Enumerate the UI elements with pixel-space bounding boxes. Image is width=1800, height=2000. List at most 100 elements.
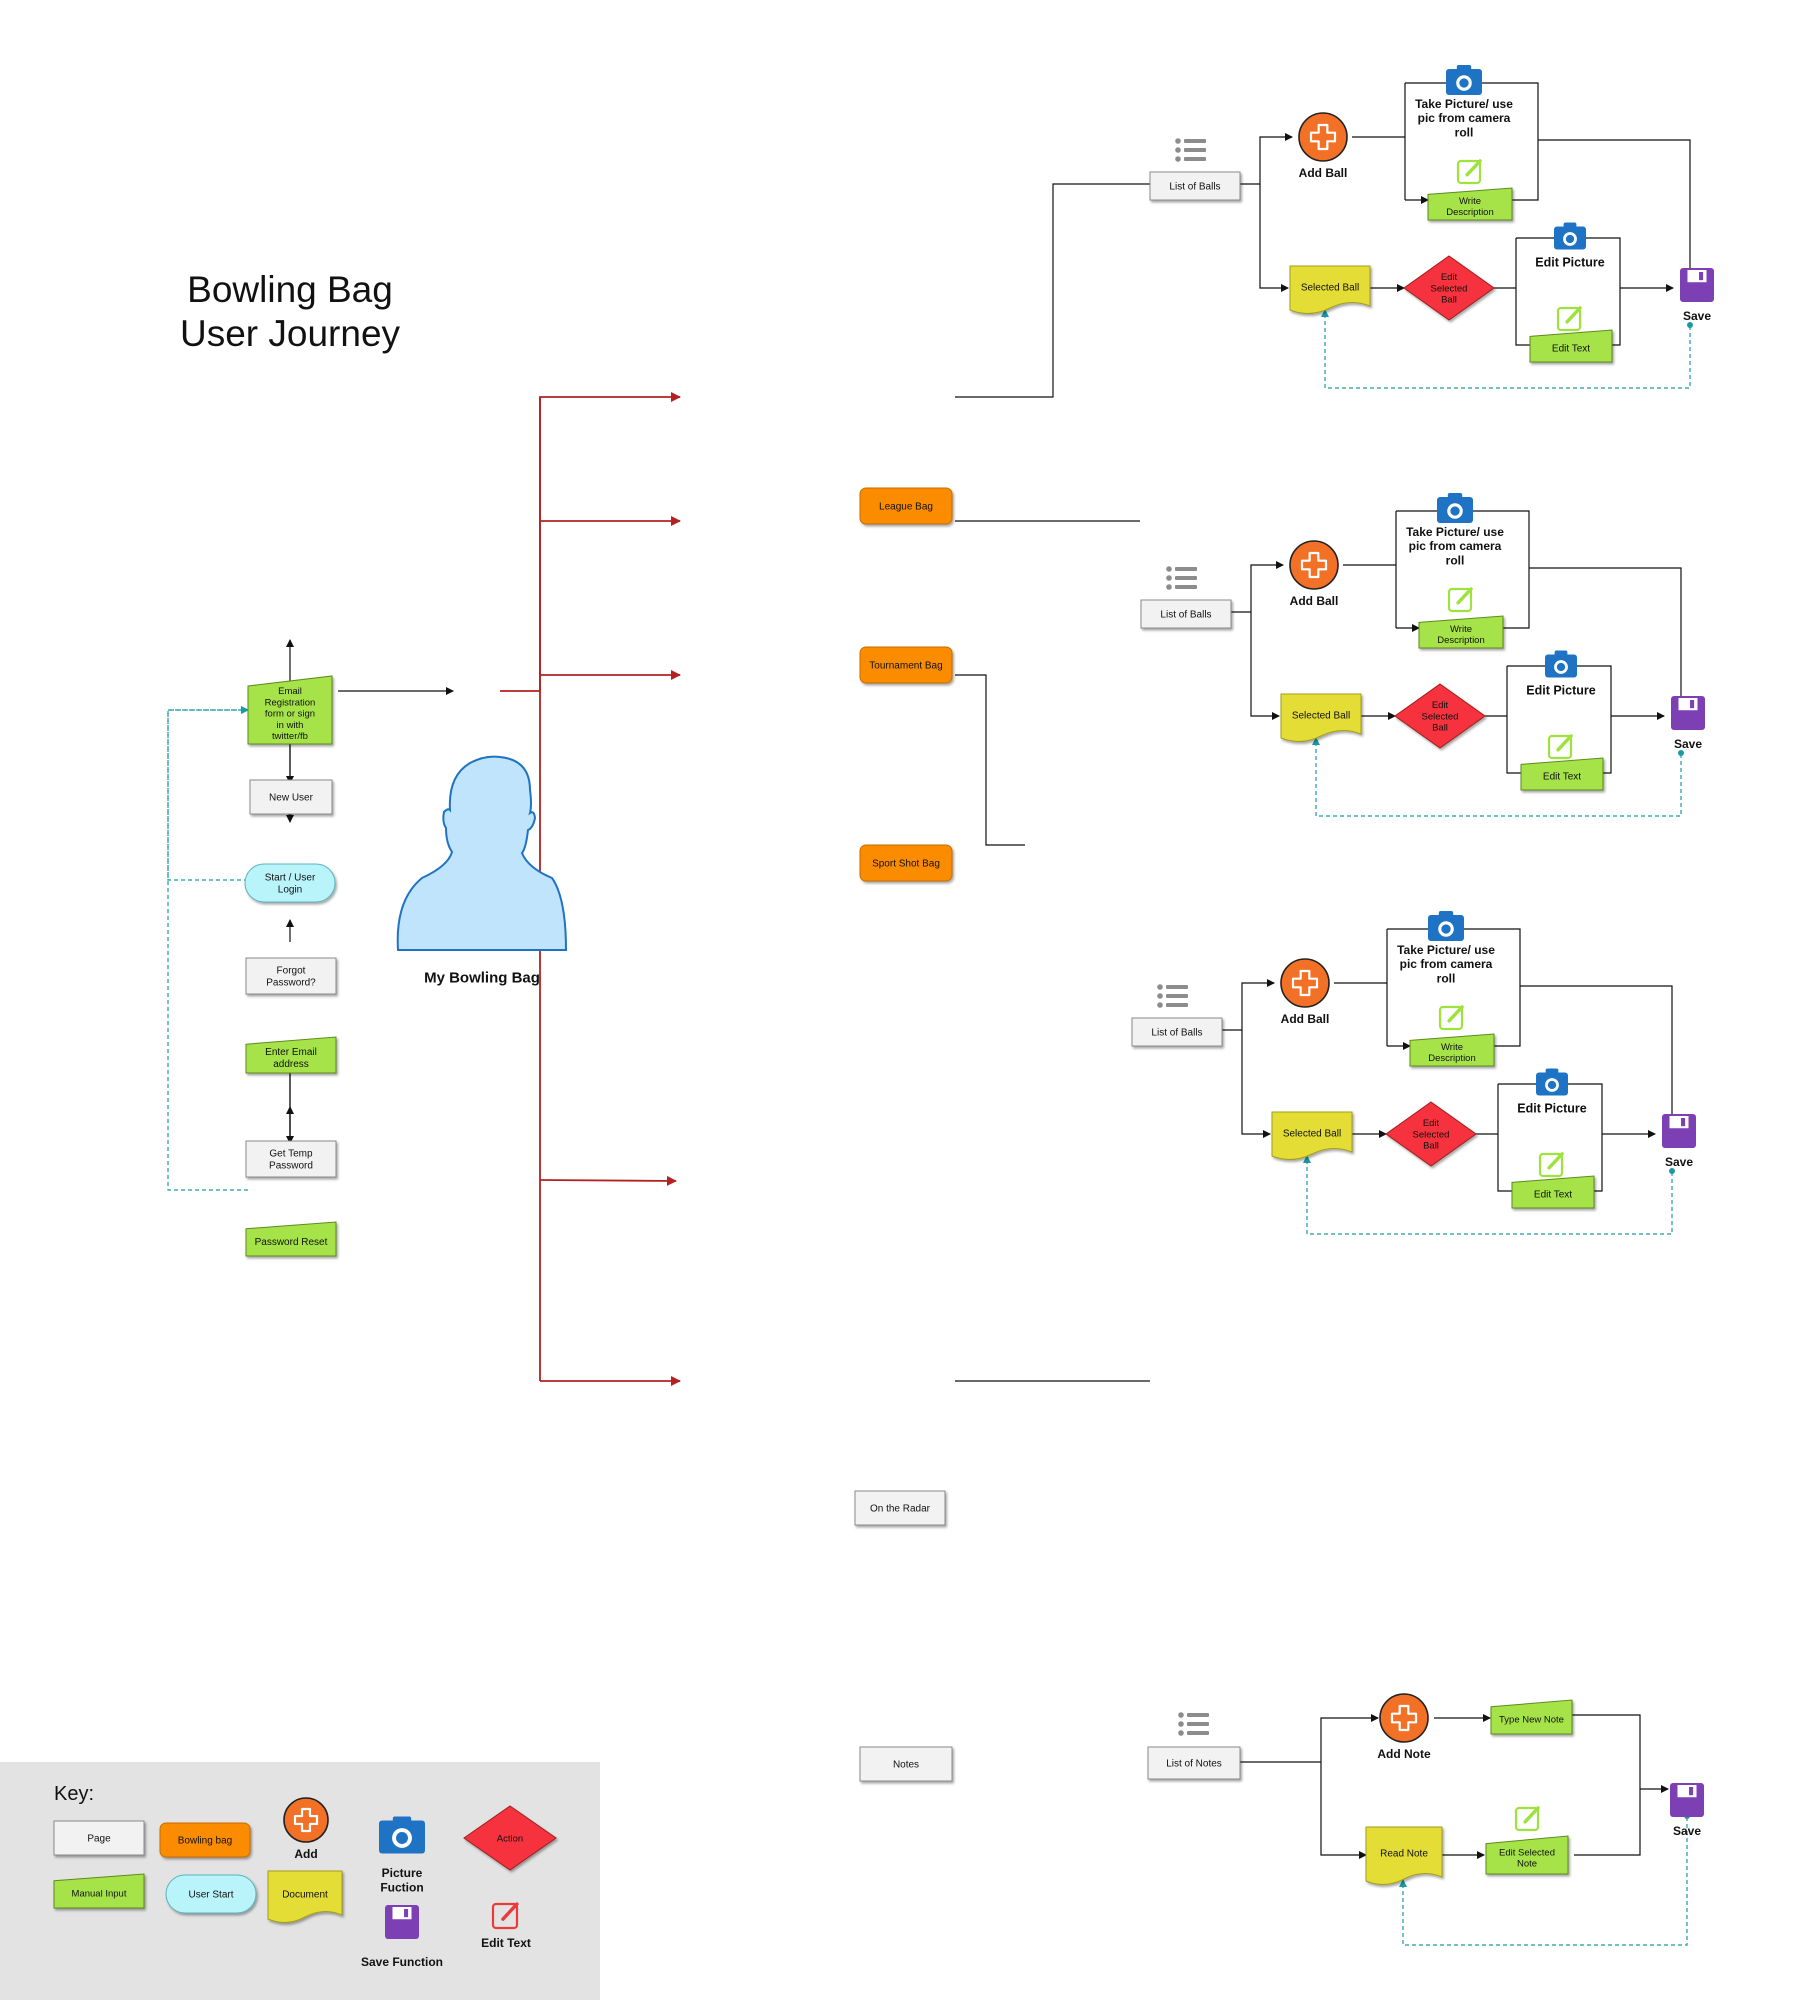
key-edit-text[interactable]: Edit Text: [481, 1936, 531, 1950]
node-label: Save: [1674, 737, 1702, 751]
sport-edit-picture[interactable]: Edit Picture: [1517, 1101, 1587, 1115]
league-bag[interactable]: League Bag: [859, 487, 953, 525]
tournament-edit-picture[interactable]: Edit Picture: [1526, 683, 1596, 697]
title-line-1: Bowling Bag: [187, 269, 393, 310]
connector: [1497, 1084, 1512, 1192]
connector: [1231, 561, 1284, 613]
connector: [955, 183, 1150, 398]
connector: [539, 1175, 677, 1186]
connector: [1312, 737, 1682, 817]
league-edit-text[interactable]: Edit Text: [1529, 329, 1613, 363]
password-reset[interactable]: Password Reset: [245, 1221, 337, 1257]
key-page[interactable]: Page: [53, 1820, 145, 1856]
league-edit-picture[interactable]: Edit Picture: [1535, 255, 1605, 269]
node-label: Manual Input: [72, 1889, 127, 1900]
key-bowling-bag[interactable]: Bowling bag: [159, 1822, 251, 1858]
add-note[interactable]: Add Note: [1377, 1693, 1431, 1761]
node-label: Add Ball: [1281, 1012, 1330, 1026]
league-take-picture-camera-icon: [1446, 65, 1482, 95]
key-save-function[interactable]: [385, 1905, 419, 1939]
node-label: Type New Note: [1499, 1715, 1564, 1726]
connector: [167, 706, 249, 1191]
node-label: My Bowling Bag: [424, 969, 540, 986]
connector: [1240, 133, 1293, 185]
sport-write-description-edit-icon: [1438, 1005, 1464, 1031]
tournament-selected-ball[interactable]: Selected Ball: [1280, 693, 1362, 742]
sport-add-ball[interactable]: Add Ball: [1280, 958, 1330, 1026]
league-edit-picture-camera-icon: [1554, 222, 1586, 250]
connector: [1538, 139, 1691, 285]
key-document[interactable]: Document: [267, 1870, 343, 1923]
notes-save[interactable]: Save: [1670, 1783, 1704, 1838]
user-person-icon: [396, 755, 568, 951]
league-save[interactable]: Save: [1680, 268, 1714, 323]
sport-edit-picture-camera-icon: [1536, 1068, 1568, 1096]
tournament-edit-text[interactable]: Edit Text: [1520, 757, 1604, 791]
tournament-add-ball[interactable]: Add Ball: [1289, 540, 1339, 608]
sport-shot-bag[interactable]: Sport Shot Bag: [859, 844, 953, 882]
connector: [1515, 238, 1530, 346]
list-of-notes-page[interactable]: List of Notes: [1147, 1746, 1241, 1780]
node-label: Edit Text: [481, 1936, 531, 1950]
node-label: League Bag: [879, 502, 933, 513]
sport-list-of-balls[interactable]: List of Balls: [1131, 1017, 1223, 1047]
node-label: List of Notes: [1166, 1759, 1222, 1770]
read-note[interactable]: Read Note: [1365, 1826, 1443, 1885]
league-add-ball[interactable]: Add Ball: [1298, 112, 1348, 180]
node-label: Save: [1683, 309, 1711, 323]
tournament-save[interactable]: Save: [1671, 696, 1705, 751]
type-new-note[interactable]: Type New Note: [1490, 1699, 1573, 1735]
add-icon: [1379, 1693, 1429, 1743]
sport-selected-ball[interactable]: Selected Ball: [1271, 1111, 1353, 1160]
on-the-radar-page[interactable]: On the Radar: [854, 1490, 946, 1526]
node-label: Save: [1673, 1824, 1701, 1838]
tournament-list-of-balls[interactable]: List of Balls: [1140, 599, 1232, 629]
key-manual-input[interactable]: Manual Input: [53, 1873, 145, 1909]
tournament-bag[interactable]: Tournament Bag: [859, 646, 953, 684]
add-icon: [1289, 540, 1339, 590]
node-label: Edit Text: [1543, 772, 1581, 783]
node-label: Add Ball: [1290, 594, 1339, 608]
new-user-page[interactable]: New User: [249, 779, 333, 815]
connector: [1303, 1155, 1673, 1235]
league-edit-text-edit-icon: [1556, 306, 1582, 332]
sport-edit-text-edit-icon: [1538, 1152, 1564, 1178]
sport-save[interactable]: Save: [1662, 1114, 1696, 1169]
league-selected-ball[interactable]: Selected Ball: [1289, 265, 1371, 314]
sport-take-picture-camera-icon: [1428, 911, 1464, 941]
key-user-start[interactable]: User Start: [165, 1874, 257, 1914]
notes-page[interactable]: Notes: [859, 1746, 953, 1782]
connector-lines: [167, 82, 1697, 1946]
league-list-of-balls[interactable]: List of Balls: [1149, 171, 1241, 201]
node-label: Document: [282, 1890, 328, 1901]
key-add[interactable]: Add: [283, 1797, 329, 1861]
my-bowling-bag-hub[interactable]: My Bowling Bag: [396, 755, 568, 987]
sport-edit-text[interactable]: Edit Text: [1511, 1175, 1595, 1209]
key-action[interactable]: Action: [463, 1805, 557, 1871]
key-save-label[interactable]: Save Function: [361, 1955, 443, 1969]
